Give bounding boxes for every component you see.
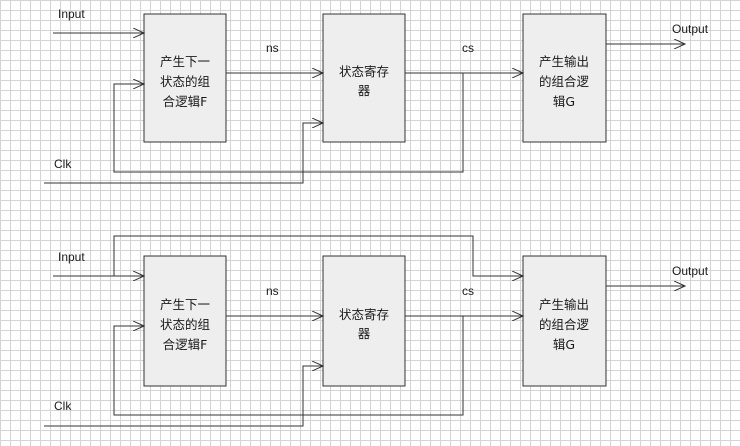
state-register-label-line1: 状态寄存 [339, 64, 389, 79]
clk-label: Clk [54, 399, 72, 413]
moore-machine-diagram: 产生下一 状态的组 合逻辑F 状态寄存 器 产生输出 的组合逻 辑G Input… [44, 7, 709, 184]
state-feedback-wire [113, 73, 464, 173]
input-to-output-logic-wire [113, 235, 523, 276]
mealy-machine-diagram: 产生下一 状态的组 合逻辑F 状态寄存 器 产生输出 的组合逻 辑G Input… [44, 235, 709, 427]
cs-label: cs [462, 284, 474, 298]
ns-label: ns [266, 41, 279, 55]
state-feedback-wire [113, 316, 464, 416]
output-logic-label-line2: 的组合逻 [539, 317, 590, 332]
next-state-logic-label-line3: 合逻辑F [163, 94, 208, 109]
next-state-logic-label-line1: 产生下一 [160, 54, 210, 69]
output-logic-label-line3: 辑G [553, 94, 575, 109]
output-logic-label-line2: 的组合逻 [539, 74, 590, 89]
state-register-block [322, 255, 406, 387]
next-state-logic-label-line3: 合逻辑F [163, 337, 208, 352]
next-state-logic-label-line2: 状态的组 [160, 74, 210, 89]
ns-label: ns [266, 284, 279, 298]
output-label: Output [672, 22, 709, 36]
next-state-logic-label-line2: 状态的组 [160, 317, 210, 332]
input-label: Input [58, 7, 85, 21]
state-register-block [322, 13, 406, 143]
next-state-logic-block [143, 13, 227, 143]
output-logic-label-line3: 辑G [553, 337, 575, 352]
clk-wire [44, 123, 323, 184]
state-register-label-line1: 状态寄存 [339, 307, 389, 322]
output-label: Output [672, 264, 709, 278]
next-state-logic-block [143, 255, 227, 387]
clk-label: Clk [54, 157, 72, 171]
state-register-label-line2: 器 [358, 326, 371, 341]
cs-label: cs [462, 41, 474, 55]
next-state-logic-label-line1: 产生下一 [160, 297, 210, 312]
input-label: Input [58, 250, 85, 264]
state-register-label-line2: 器 [358, 83, 371, 98]
output-logic-label-line1: 产生输出 [539, 54, 589, 69]
output-logic-block [522, 255, 607, 387]
output-logic-label-line1: 产生输出 [539, 297, 589, 312]
output-logic-block [522, 13, 607, 143]
clk-wire [44, 366, 323, 427]
